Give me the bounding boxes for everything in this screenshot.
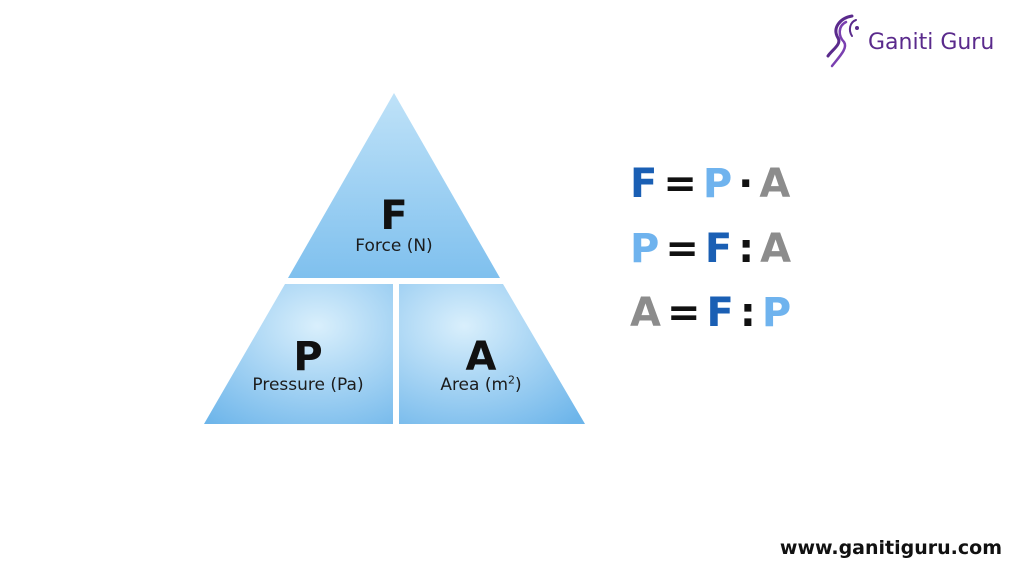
force-label: Force (N)	[355, 236, 433, 256]
formula-2-operator: :	[738, 226, 755, 272]
triangle-bottom-right-section	[399, 284, 585, 424]
area-symbol: A	[465, 334, 497, 380]
formula-2-lhs: P	[630, 226, 660, 272]
brand-logo: Ganiti Guru	[822, 10, 994, 74]
brand-logo-icon	[826, 14, 859, 68]
formula-area: A=F:P	[630, 293, 791, 333]
formula-3-term-a: F	[706, 290, 734, 336]
formula-3-lhs: A	[630, 290, 661, 336]
formula-pressure: P=F:A	[630, 229, 791, 269]
area-label-close: )	[515, 375, 522, 395]
formula-2-equals: =	[665, 226, 699, 272]
formula-1-lhs: F	[630, 161, 658, 207]
pressure-symbol: P	[293, 334, 323, 380]
formula-2-term-b: A	[760, 226, 792, 272]
area-label: Area (m2)	[401, 374, 561, 395]
website-url: www.ganitiguru.com	[779, 537, 1002, 559]
formula-force: F=P·A	[630, 164, 790, 204]
triangle-top-section	[288, 93, 500, 278]
formula-1-term-b: A	[759, 161, 791, 207]
formula-3-term-b: P	[761, 290, 792, 336]
force-symbol: F	[380, 193, 408, 239]
formula-3-equals: =	[666, 290, 701, 336]
formula-2-term-a: F	[704, 226, 733, 272]
area-label-exponent: 2	[508, 373, 516, 387]
formula-1-term-a: P	[702, 161, 733, 207]
pressure-label: Pressure (Pa)	[252, 375, 364, 395]
formula-1-operator: ·	[738, 161, 754, 207]
triangle-bottom-left-section	[204, 284, 393, 424]
formula-1-equals: =	[663, 161, 697, 207]
area-label-main: Area (m	[440, 375, 509, 395]
formula-3-operator: :	[739, 290, 756, 336]
brand-name: Ganiti Guru	[868, 29, 995, 55]
